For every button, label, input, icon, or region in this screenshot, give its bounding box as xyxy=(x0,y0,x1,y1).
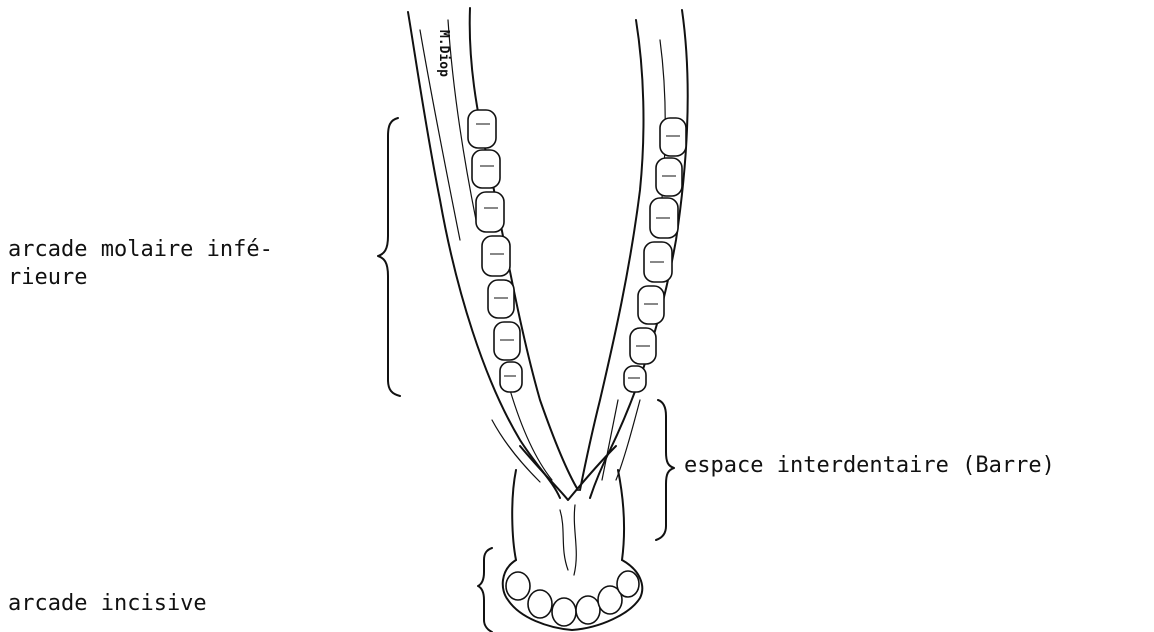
incisor-arcade-label: arcade incisive xyxy=(8,590,207,618)
interdental-space-label: espace interdentaire (Barre) xyxy=(684,452,1055,480)
left-molar-row xyxy=(468,110,522,392)
molar-arcade-label-line1: arcade molaire infé- xyxy=(8,237,273,262)
artist-signature: M.Diop xyxy=(436,30,451,77)
incisor-arcade-brace xyxy=(478,548,492,632)
mandible-symphysis xyxy=(512,446,624,575)
right-molar-row xyxy=(624,118,686,392)
interdental-brace xyxy=(656,400,674,540)
molar-arcade-label-line2: rieure xyxy=(8,265,87,290)
incisor-arch xyxy=(503,560,643,630)
molar-arcade-brace xyxy=(378,118,400,396)
molar-arcade-label: arcade molaire infé- rieure xyxy=(8,236,273,292)
